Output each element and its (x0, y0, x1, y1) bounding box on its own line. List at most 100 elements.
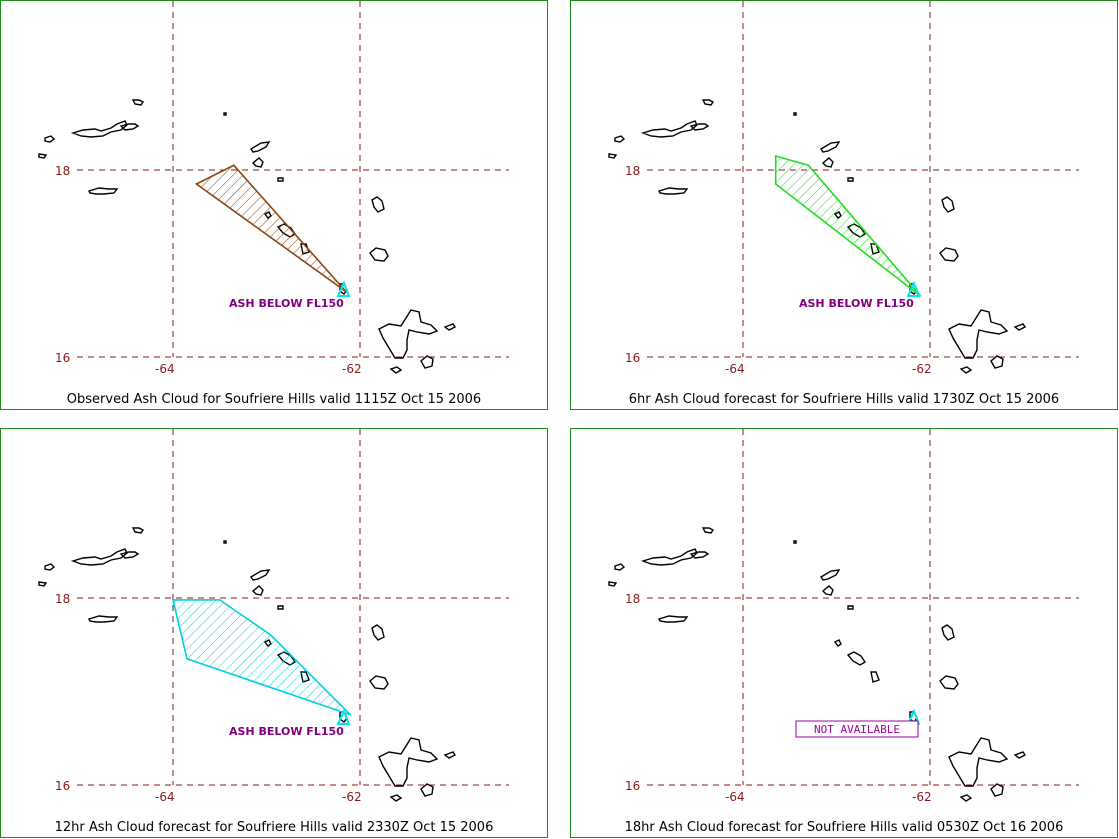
island-outline (701, 99, 715, 106)
island-outline (378, 737, 439, 787)
island-outline (420, 355, 434, 369)
island-outline (251, 157, 264, 168)
lat-label-18: 18 (625, 164, 640, 178)
ash-cloud-polygon (171, 599, 352, 716)
lat-label-18: 18 (55, 164, 70, 178)
island-outline (277, 605, 284, 610)
ash-level-label: ASH BELOW FL150 (799, 297, 914, 310)
panel-caption: 12hr Ash Cloud forecast for Soufriere Hi… (54, 820, 494, 835)
island-outline (70, 548, 128, 566)
volcano-triangle-icon (906, 280, 921, 297)
panel-caption: 18hr Ash Cloud forecast for Soufriere Hi… (624, 820, 1064, 835)
island-outline (389, 794, 403, 802)
island-outline (941, 196, 955, 213)
island-outline (959, 794, 973, 802)
island-outline (223, 540, 227, 544)
island-outline (658, 187, 689, 195)
island-outline (119, 123, 140, 131)
island-outline (38, 153, 48, 159)
island-outline (948, 737, 1009, 787)
island-outline (821, 157, 834, 168)
lat-label-18: 18 (625, 592, 640, 606)
island-outline (369, 247, 389, 262)
lon-label-64: -64 (155, 362, 175, 376)
island-outline (833, 639, 842, 647)
island-outline (689, 551, 710, 559)
island-outline (119, 551, 140, 559)
lat-label-16: 16 (625, 351, 640, 365)
island-outline (131, 99, 145, 106)
island-outline (821, 585, 834, 596)
island-outline (608, 581, 618, 587)
island-outline (44, 563, 56, 571)
island-outline (959, 366, 973, 374)
ash-level-label: ASH BELOW FL150 (229, 725, 344, 738)
island-outline (378, 309, 439, 359)
island-outline (689, 123, 710, 131)
island-outline (70, 120, 128, 138)
island-outline (250, 141, 271, 153)
island-outline (640, 120, 698, 138)
lon-label-62: -62 (912, 790, 932, 804)
ash-level-label: ASH BELOW FL150 (229, 297, 344, 310)
island-outline (793, 112, 797, 116)
island-outline (793, 540, 797, 544)
lat-label-16: 16 (55, 351, 70, 365)
island-outline (277, 177, 284, 182)
island-outline (1013, 751, 1027, 759)
map-canvas: 18 16 -64 -62 ASH BELOW FL150 (38, 429, 509, 804)
island-outline (939, 247, 959, 262)
coastline (608, 99, 1027, 374)
island-outline (223, 112, 227, 116)
island-outline (847, 177, 854, 182)
island-outline (88, 187, 119, 195)
ash-cloud-polygon (774, 154, 922, 297)
panel-caption: 6hr Ash Cloud forecast for Soufriere Hil… (628, 392, 1060, 407)
lon-label-64: -64 (725, 362, 745, 376)
island-outline (614, 135, 626, 143)
island-outline (990, 783, 1004, 797)
lon-label-62: -62 (342, 790, 362, 804)
lat-label-16: 16 (625, 779, 640, 793)
island-outline (251, 585, 264, 596)
island-outline (608, 153, 618, 159)
map-canvas: 18 16 -64 -62 NOT AVAILABLE (608, 429, 1079, 804)
status-box (795, 720, 919, 738)
lon-label-64: -64 (725, 790, 745, 804)
volcano-triangle-icon (336, 708, 351, 725)
island-outline (250, 569, 271, 581)
island-outline (614, 563, 626, 571)
island-outline (870, 671, 880, 683)
island-outline (640, 548, 698, 566)
map-panel-12hr: 18 16 -64 -62 ASH BELOW FL150 12hr Ash Cloud… (0, 428, 548, 838)
island-outline (88, 615, 119, 623)
map-panel-6hr: 18 16 -64 -62 ASH BELOW FL150 6hr Ash Cloud … (570, 0, 1118, 410)
island-outline (131, 527, 145, 534)
island-outline (44, 135, 56, 143)
island-outline (948, 309, 1009, 359)
volcano-triangle-icon (336, 280, 351, 297)
lon-label-62: -62 (912, 362, 932, 376)
island-outline (939, 675, 959, 690)
island-outline (443, 751, 457, 759)
island-outline (389, 366, 403, 374)
island-outline (658, 615, 689, 623)
island-outline (990, 355, 1004, 369)
island-outline (820, 141, 841, 153)
lon-label-62: -62 (342, 362, 362, 376)
island-outline (847, 605, 854, 610)
island-outline (443, 323, 457, 331)
island-outline (846, 651, 866, 666)
island-outline (941, 624, 955, 641)
lon-label-64: -64 (155, 790, 175, 804)
island-outline (371, 624, 385, 641)
island-outline (371, 196, 385, 213)
map-canvas: 18 16 -64 -62 ASH BELOW FL150 (38, 1, 509, 376)
lat-label-18: 18 (55, 592, 70, 606)
coastline (608, 527, 1027, 802)
island-outline (420, 783, 434, 797)
status-box-label: NOT AVAILABLE (814, 723, 900, 736)
map-canvas: 18 16 -64 -62 ASH BELOW FL150 (608, 1, 1079, 376)
lat-label-16: 16 (55, 779, 70, 793)
island-outline (1013, 323, 1027, 331)
